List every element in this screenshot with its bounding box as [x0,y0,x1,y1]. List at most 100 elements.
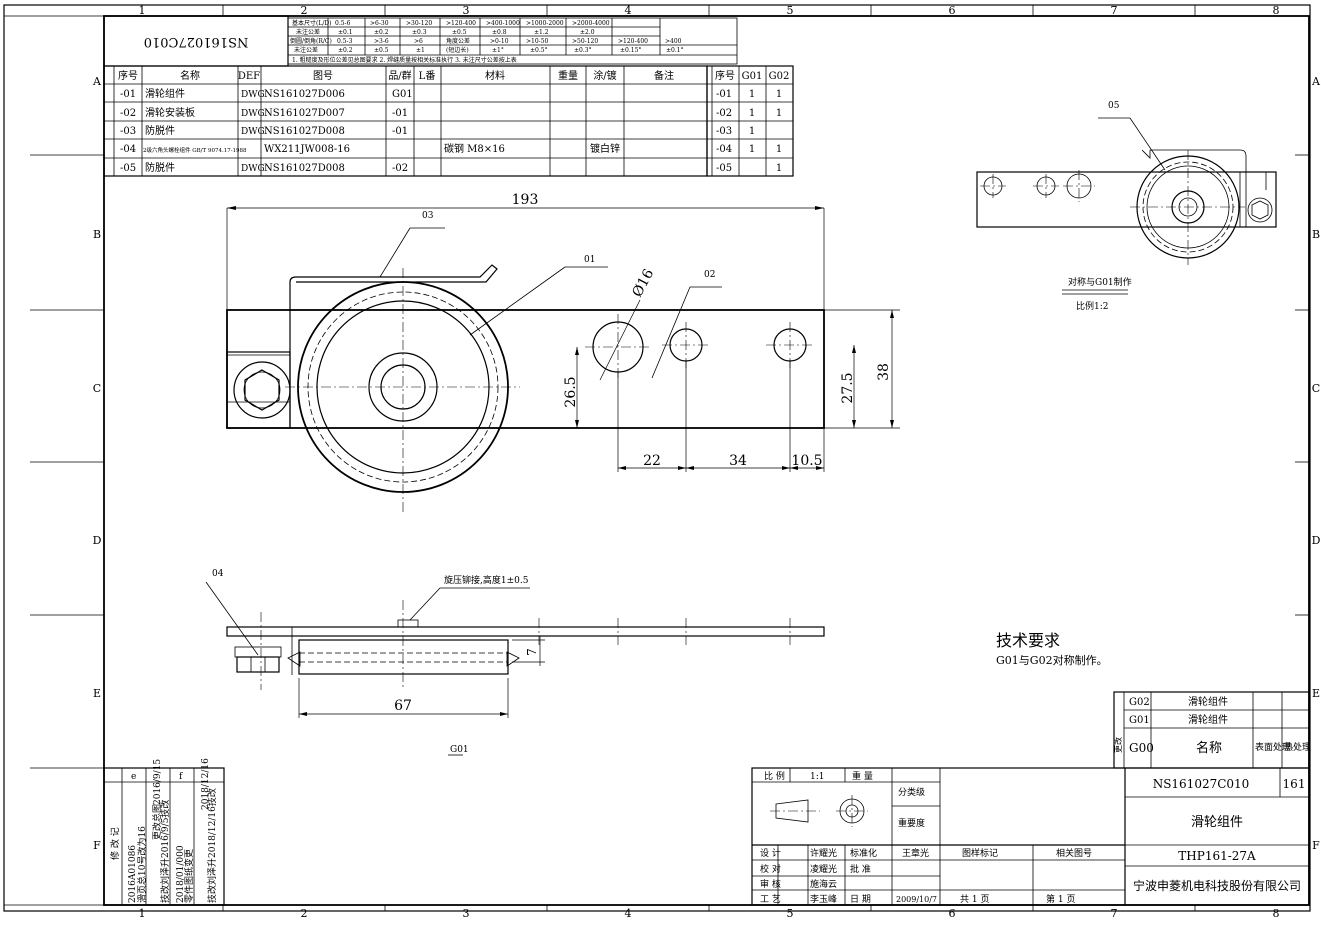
row-zone-labels: A B C D E F A B C D E F [92,75,1321,852]
col-label-8: 8 [1273,4,1280,17]
rev-mark-e: e [131,772,136,782]
col-label-3-bottom: 3 [463,907,470,920]
column-zone-labels: 1 2 3 4 5 6 7 8 1 2 3 4 5 6 7 8 [139,4,1280,920]
qty-r3-seq: -03 [716,126,732,137]
tb-std: 王章光 [902,847,929,859]
qty-r4-seq: -04 [716,144,732,155]
qty-r2-g02: 1 [776,108,782,119]
technical-requirements: 技术要求 G01与G02对称制作。 [996,631,1108,667]
tb-drawing-number: NS161027C010 [1153,777,1250,791]
tb-check-label: 校 对 [760,863,781,875]
rev-2-note: 技改刘泽升2016/9/5技改 [159,800,171,903]
tb-review: 施海云 [810,878,837,890]
tol-r2-c0: 未注公差 [296,28,320,36]
tol-r3-c4: 角度公差 [446,37,470,45]
tb-product-code: THP161-27A [1178,849,1256,863]
tol-r2-c2: ±0.2 [374,29,389,36]
tol-r3-c3: >6 [414,38,423,45]
bom-header-remark: 备注 [654,69,674,82]
qty-r1-seq: -01 [716,89,732,100]
bom-header-group: 品/群 [388,69,411,82]
tb-total-pages: 共 1 页 [960,894,989,905]
column-zone-ticks [30,5,1310,911]
variant-g01-code: G01 [1129,715,1150,726]
qty-r5-g02: 1 [776,163,782,174]
col-label-4: 4 [625,4,632,17]
tol-r1-c3: >30-120 [406,20,432,27]
variant-g02-name: 滑轮组件 [1188,695,1228,708]
side-plate [226,626,825,637]
hex-bolt-head [244,369,280,411]
tb-check: 凌耀光 [810,863,837,875]
balloon-03: 03 [422,211,434,221]
col-label-1: 1 [139,4,146,17]
side-bolt-head [236,656,280,673]
row-label-d: D [93,534,102,547]
tb-sheet-code: 161 [1283,777,1306,791]
dim-pitch-1: 22 [643,453,661,469]
tol-r1-c5: >400-1000 [486,20,520,27]
mirror-plate [976,171,1277,228]
tol-r1-c2: >6-30 [370,20,389,27]
side-view: 旋压铆接,高度1±0.5 67 7 G01 [226,574,825,756]
col-label-1-bottom: 1 [139,907,146,920]
tech-text: G01与G02对称制作。 [996,653,1108,667]
tol-r1-c7: >2000-4000 [572,20,610,27]
rev-mark-f: f [179,772,183,782]
dim-wheel-width: 67 [394,698,412,714]
dim-length: 193 [512,192,539,208]
tb-scale-label: 比 例 [764,770,785,782]
tech-title: 技术要求 [996,631,1060,650]
view-label-g01: G01 [450,745,469,755]
mirrored-drawing-number-text: NS161027C010 [144,34,249,49]
row-label-a: A [92,75,102,88]
tol-r3-c2: >3-6 [374,38,389,45]
qty-r4-g02: 1 [776,144,782,155]
bom-r3-seq: -03 [120,126,136,137]
variant-g01-name: 滑轮组件 [1188,713,1228,726]
tolerance-table: 基本尺寸(L/D) 0.5-6 >6-30 >30-120 >120-400 >… [287,17,738,65]
bom-header-coating: 涂/镀 [593,69,616,82]
tb-ref-label: 相关图号 [1056,847,1092,859]
variant-table: G02 滑轮组件 G01 滑轮组件 G00 名称 表面处理 热处理 更改 [1113,691,1311,769]
dim-plate-height: 38 [876,363,892,381]
rev-3-date: 2018/12/16 [201,758,211,810]
col-label-5: 5 [787,4,794,17]
bom-r2-drawing: NS161027D007 [264,108,345,119]
tb-design-label: 设 计 [760,847,781,859]
bom-header-def: DEF [238,71,260,82]
tb-part-name: 滑轮组件 [1191,815,1243,830]
col-label-6: 6 [949,4,956,17]
rivet-note: 旋压铆接,高度1±0.5 [444,574,529,586]
bom-header-material: 材料 [485,69,505,82]
bom-r5-drawing: NS161027D008 [264,163,345,174]
row-label-b: B [93,228,101,241]
tb-process: 李玉峰 [810,893,837,905]
col-label-7: 7 [1111,4,1118,17]
tol-r2-c7: ±2.0 [580,29,595,36]
variant-g00-code: G00 [1129,741,1154,755]
bom-r5-def: DWG [241,164,265,174]
tb-review-label: 审 核 [760,878,781,890]
bom-r5-seq: -05 [120,163,136,174]
bom-r3-name: 防脱件 [145,124,175,137]
tb-mark-label: 图样标记 [962,847,998,859]
rev-3-note: 技改刘泽升2018/12/16技改 [206,788,218,903]
tol-r1-c0: 基本尺寸(L/D) [292,19,332,27]
row-label-c: C [93,382,101,395]
tol-r4-c6: ±0.5° [530,47,548,54]
tol-r1-c1: 0.5-6 [335,20,351,27]
tb-process-label: 工 艺 [760,894,781,905]
tol-r3-c0: 倒圆/倒角(R/C) [290,37,332,45]
row-label-b-right: B [1312,228,1320,241]
bolt-washer [233,361,291,419]
tol-r4-c7: ±0.3° [574,47,592,54]
mirror-view-note: 对称与G01制作 [1068,276,1132,288]
bom-r3-drawing: NS161027D008 [264,126,345,137]
row-label-f: F [93,839,101,852]
bom-r3-group: -01 [392,126,408,137]
bom-r1-seq: -01 [120,89,136,100]
tol-r3-c8: >120-400 [618,38,648,45]
rev-2-date: 2016/9/15 [153,759,163,805]
